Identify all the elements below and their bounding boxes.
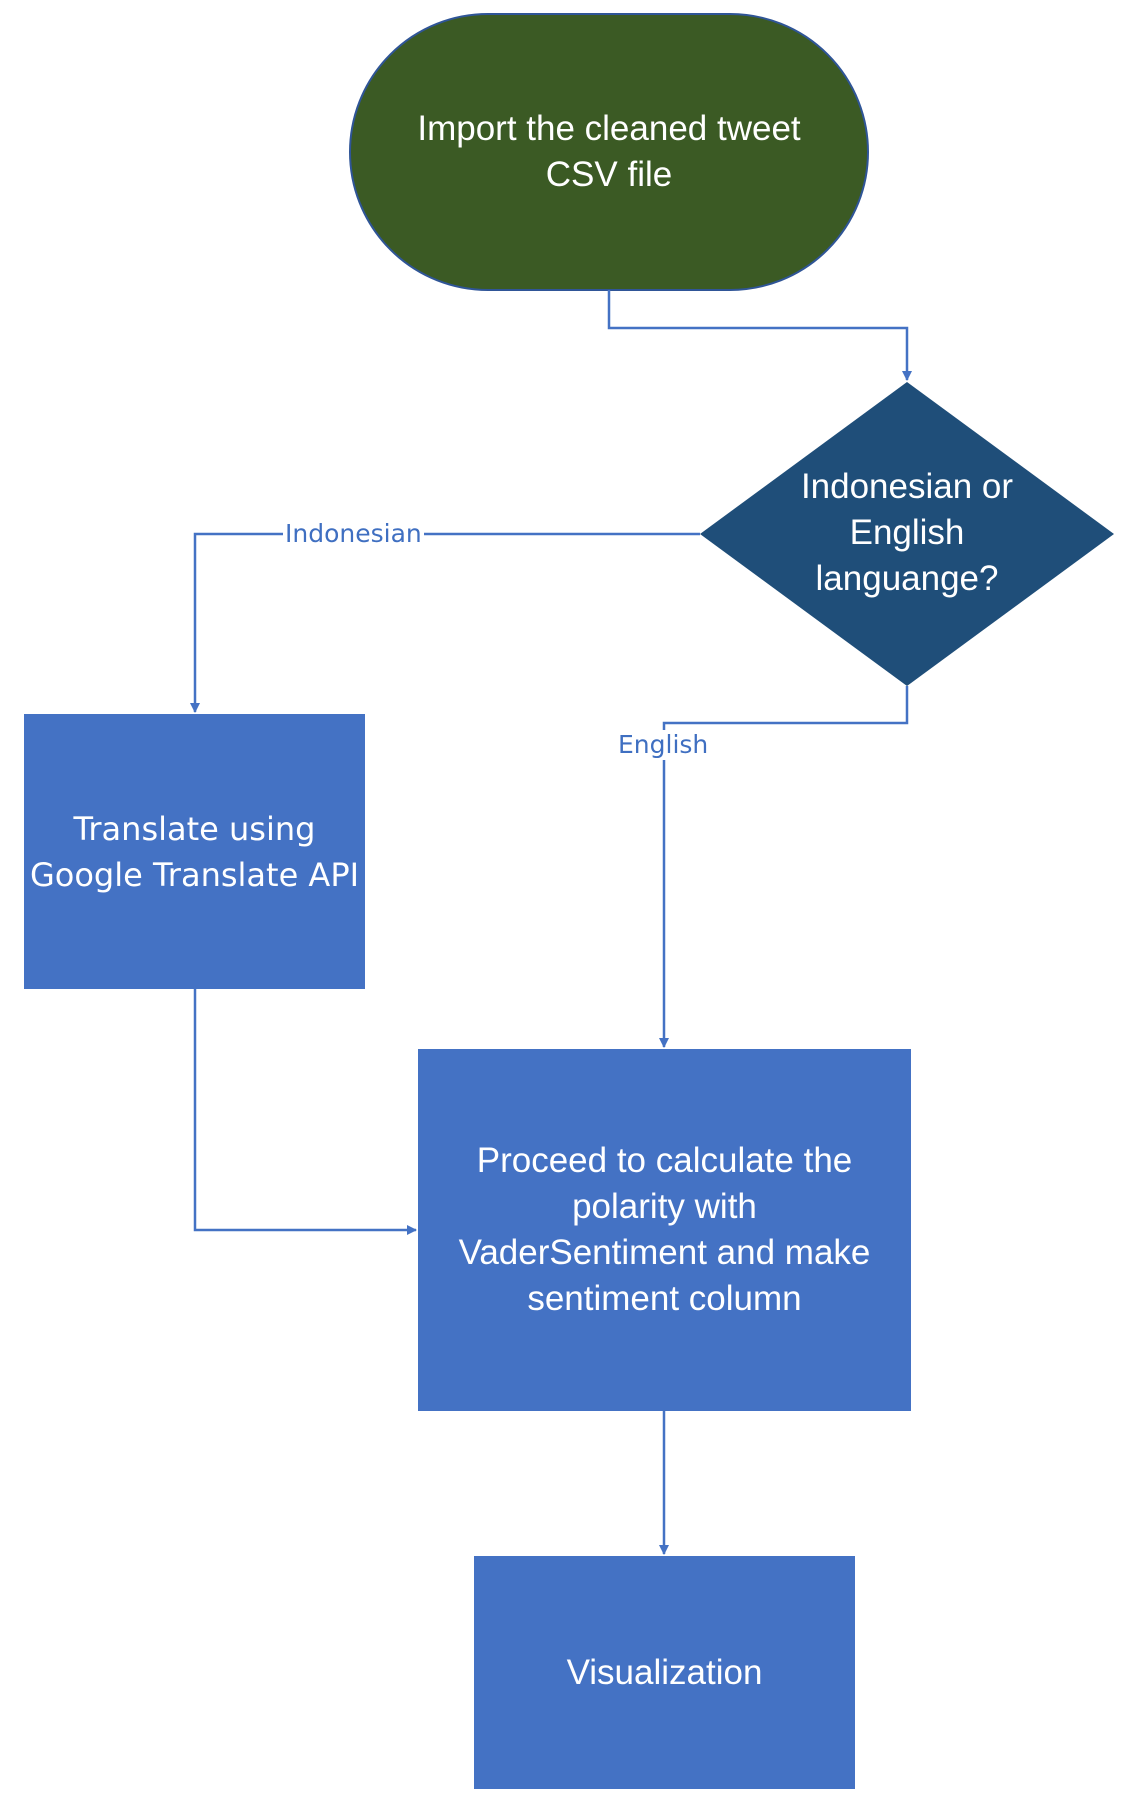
connector-translate-to-proceed <box>193 989 417 1235</box>
connector-start-to-decision <box>607 290 912 381</box>
translate-node-shape <box>24 714 365 989</box>
decision-node-shape <box>700 382 1114 686</box>
edge-label-indonesian: Indonesian <box>283 519 424 549</box>
proceed-node-shape <box>418 1049 911 1411</box>
connector-decision-to-translate <box>190 532 700 713</box>
edge-label-english: English <box>616 730 711 760</box>
visualization-node-shape <box>474 1556 855 1789</box>
connector-decision-to-proceed <box>659 686 909 1048</box>
start-node-shape <box>349 13 869 291</box>
